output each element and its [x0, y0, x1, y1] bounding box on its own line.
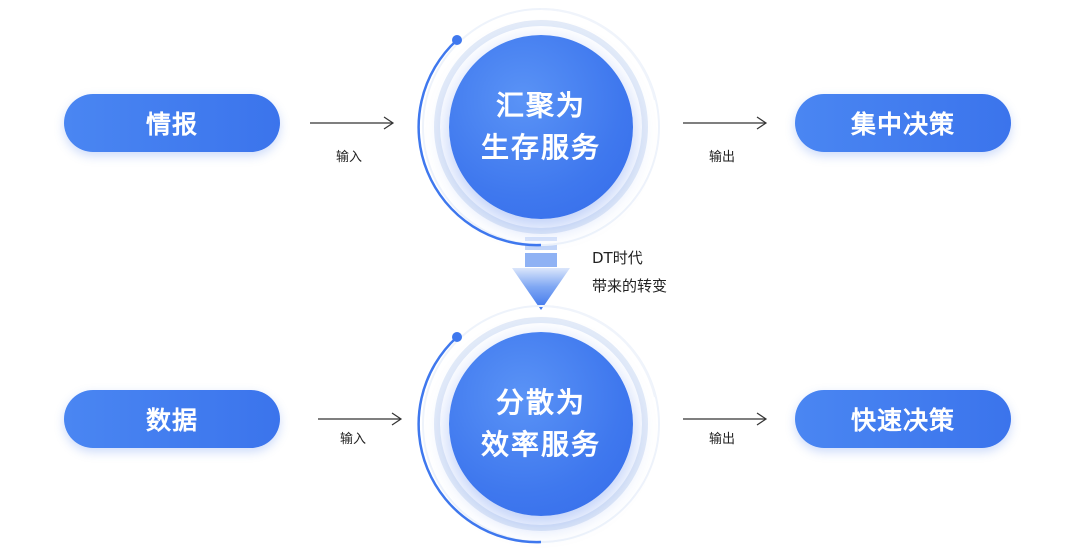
- hub-distribute: 分散为 效率服务: [411, 297, 671, 557]
- connectors: [310, 116, 768, 426]
- hub-distribute-line2: 效率服务: [480, 428, 601, 461]
- transition-down-arrow: [512, 237, 570, 310]
- top-input-label: 输入: [336, 150, 363, 165]
- transition-label: DT时代 带来的转变: [592, 244, 667, 300]
- bottom-output-arrow: [683, 412, 768, 426]
- bottom-output-label: 输出: [709, 432, 736, 447]
- hub-aggregate-line1: 汇聚为: [495, 89, 586, 122]
- node-data-label: 数据: [145, 406, 198, 435]
- node-centralized-decision-label: 集中决策: [850, 110, 955, 139]
- hub-aggregate-core: 汇聚为 生存服务: [449, 35, 633, 219]
- transition-line2: 带来的转变: [592, 277, 668, 295]
- top-input-arrow: [310, 116, 395, 130]
- hub-distribute-line1: 分散为: [495, 386, 586, 419]
- node-intelligence-label: 情报: [145, 110, 198, 139]
- hub-distribute-core: 分散为 效率服务: [449, 332, 633, 516]
- transition-line1: DT时代: [592, 249, 643, 267]
- top-output-arrow: [683, 116, 768, 130]
- hub-aggregate-line2: 生存服务: [480, 131, 601, 164]
- node-intelligence: 情报: [64, 94, 280, 152]
- bottom-input-label: 输入: [340, 432, 367, 447]
- node-fast-decision-label: 快速决策: [850, 406, 955, 435]
- diagram-canvas: 情报 输入 汇聚为 生存服务 输出 集中决策 DT时代 带来的转变 数据 输入: [64, 0, 1011, 544]
- hub-aggregate: 汇聚为 生存服务: [411, 0, 671, 260]
- node-centralized-decision: 集中决策: [795, 94, 1011, 152]
- bottom-input-arrow: [318, 412, 403, 426]
- top-output-label: 输出: [709, 150, 736, 165]
- hub-distribute-ring: [417, 305, 660, 544]
- hub-aggregate-ring: [417, 8, 660, 247]
- node-fast-decision: 快速决策: [795, 390, 1011, 448]
- node-data: 数据: [64, 390, 280, 448]
